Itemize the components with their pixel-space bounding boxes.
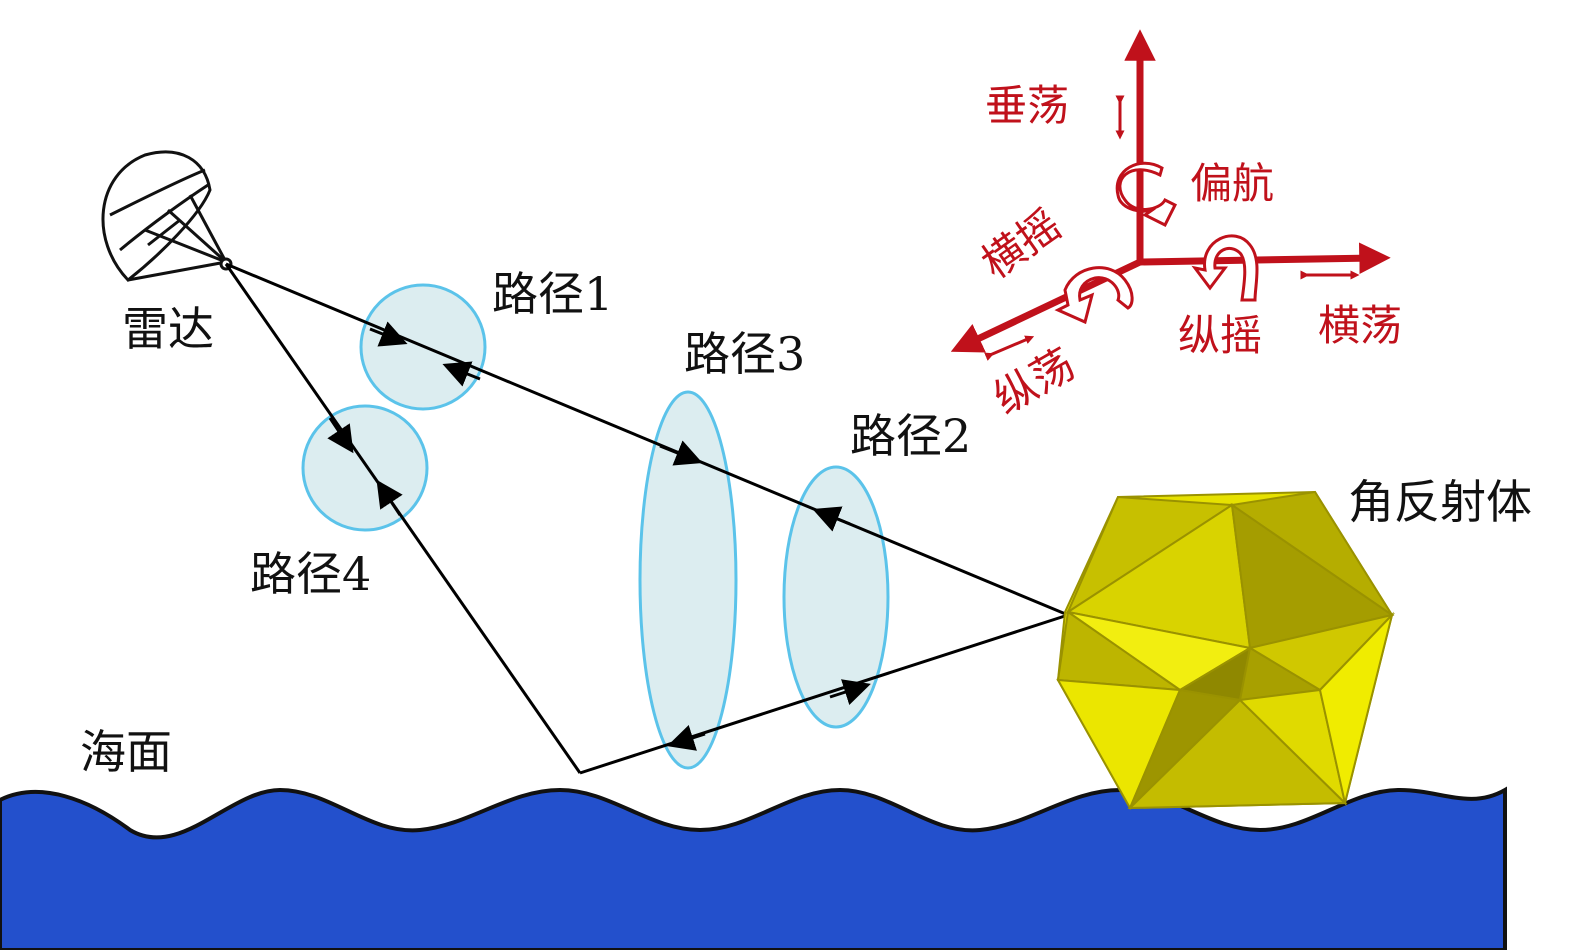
pitch-label: 纵摇 xyxy=(1178,311,1262,360)
path4-label: 路径4 xyxy=(250,547,371,601)
arrow-path4-up xyxy=(376,479,403,516)
path2-label: 路径2 xyxy=(850,409,971,463)
yaw-rotation-icon xyxy=(1115,161,1178,228)
path2-bubble xyxy=(782,465,890,729)
sea-label: 海面 xyxy=(80,725,172,779)
roll-label: 横摇 xyxy=(973,200,1070,288)
sway-label: 横荡 xyxy=(1318,301,1402,350)
path3-label: 路径3 xyxy=(684,327,805,381)
ray-radar-to-sea xyxy=(224,263,582,774)
radar-label: 雷达 xyxy=(122,302,214,356)
radar-parachute-icon xyxy=(101,150,233,283)
roll-rotation-icon xyxy=(1054,266,1134,325)
pitch-rotation-icon xyxy=(1191,234,1259,302)
path1-label: 路径1 xyxy=(492,267,613,321)
corner-reflector-icon xyxy=(1056,490,1396,811)
arrow-path2-lower xyxy=(829,679,871,705)
arrow-path3-lower xyxy=(667,725,706,751)
ray-radar-to-reflector xyxy=(225,262,1069,617)
arrow-path1-out xyxy=(369,321,408,347)
surge-double-arrow xyxy=(984,335,1035,361)
path3-bubble xyxy=(638,390,738,770)
yaw-label: 偏航 xyxy=(1190,159,1274,208)
path4-bubble xyxy=(301,404,429,532)
arrow-path4-down xyxy=(327,417,354,454)
arrow-path3-upper xyxy=(659,440,703,466)
arrow-path1-back xyxy=(442,361,481,387)
sea-surface xyxy=(0,786,1507,950)
heave-label: 垂荡 xyxy=(985,81,1069,130)
ray-sea-to-reflector xyxy=(579,613,1069,775)
arrow-path2-upper xyxy=(812,506,851,532)
reflector-label: 角反射体 xyxy=(1348,475,1532,529)
